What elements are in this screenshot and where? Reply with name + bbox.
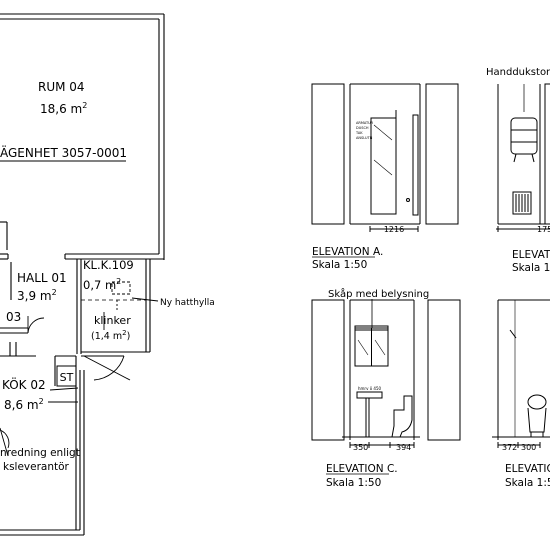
elevation-c-title: ELEVATION C. <box>326 463 398 475</box>
kok-area: 8,6 m2 <box>4 397 44 412</box>
klinker-label: klinker <box>94 314 131 327</box>
elevation-a <box>311 83 459 232</box>
hat-shelf-note: Ny hatthylla <box>160 298 215 308</box>
elevation-a-dim: 1216 <box>384 225 404 234</box>
elevation-a-shower-text: ARMATUR DUSCH TAK ANSLUTN <box>355 121 374 140</box>
elevation-b-dim: 175 <box>537 225 550 234</box>
hall-area: 3,9 m2 <box>17 288 57 303</box>
kok-name: KÖK 02 <box>2 376 46 392</box>
door-swings <box>0 281 159 457</box>
elevation-b-scale: Skala 1:5 <box>512 262 550 274</box>
st-box <box>56 365 77 387</box>
rum04-name: RUM 04 <box>38 80 85 94</box>
elevation-d <box>492 299 550 448</box>
rum04-area: 18,6 m2 <box>40 101 87 116</box>
elevation-d-title: ELEVATIO <box>505 463 550 475</box>
floor-plan: ST RUM 04 18,6 m2 ÄGENHET 3057-0001 HALL… <box>0 13 215 536</box>
inredning-note-2: ksleverantör <box>3 461 70 473</box>
st-label: ST <box>60 371 74 384</box>
elevation-c-dim-1: 350 <box>353 443 368 452</box>
elevation-b-title: ELEVATION <box>512 249 550 261</box>
svg-text:ARMATUR: ARMATUR <box>356 121 374 125</box>
elevation-c-dim-2: 394 <box>396 443 411 452</box>
apartment-label: ÄGENHET 3057-0001 <box>0 145 127 160</box>
svg-text:ANSLUTN: ANSLUTN <box>356 136 373 140</box>
hall-name: HALL 01 <box>17 271 67 285</box>
elevation-b-note: Handdukstork <box>486 67 550 78</box>
elevation-c <box>311 299 461 448</box>
elevation-a-title: ELEVATION A. <box>312 246 383 258</box>
inredning-note-1: nredning enligt <box>0 447 80 459</box>
elevation-c-scale: Skala 1:50 <box>326 477 381 489</box>
elevation-a-scale: Skala 1:50 <box>312 259 367 271</box>
elevation-c-sink-text: hmrv ö 450 <box>358 386 382 391</box>
elevation-d-scale: Skala 1:5 <box>505 477 550 489</box>
room03-label: 03 <box>6 310 21 324</box>
klinker-area: (1,4 m2) <box>91 329 130 342</box>
wall-lines <box>0 13 165 536</box>
elevation-b <box>496 83 550 232</box>
svg-text:DUSCH: DUSCH <box>356 126 369 130</box>
svg-text:TAK: TAK <box>355 131 363 135</box>
elevation-d-dim-1: 372 <box>502 443 517 452</box>
kk-area: 0,7 m2 <box>83 277 121 292</box>
elevation-c-note: Skåp med belysning <box>328 287 429 300</box>
elevation-d-dim-2: 300 <box>521 443 536 452</box>
kk-name: KL.K.109 <box>83 258 134 272</box>
